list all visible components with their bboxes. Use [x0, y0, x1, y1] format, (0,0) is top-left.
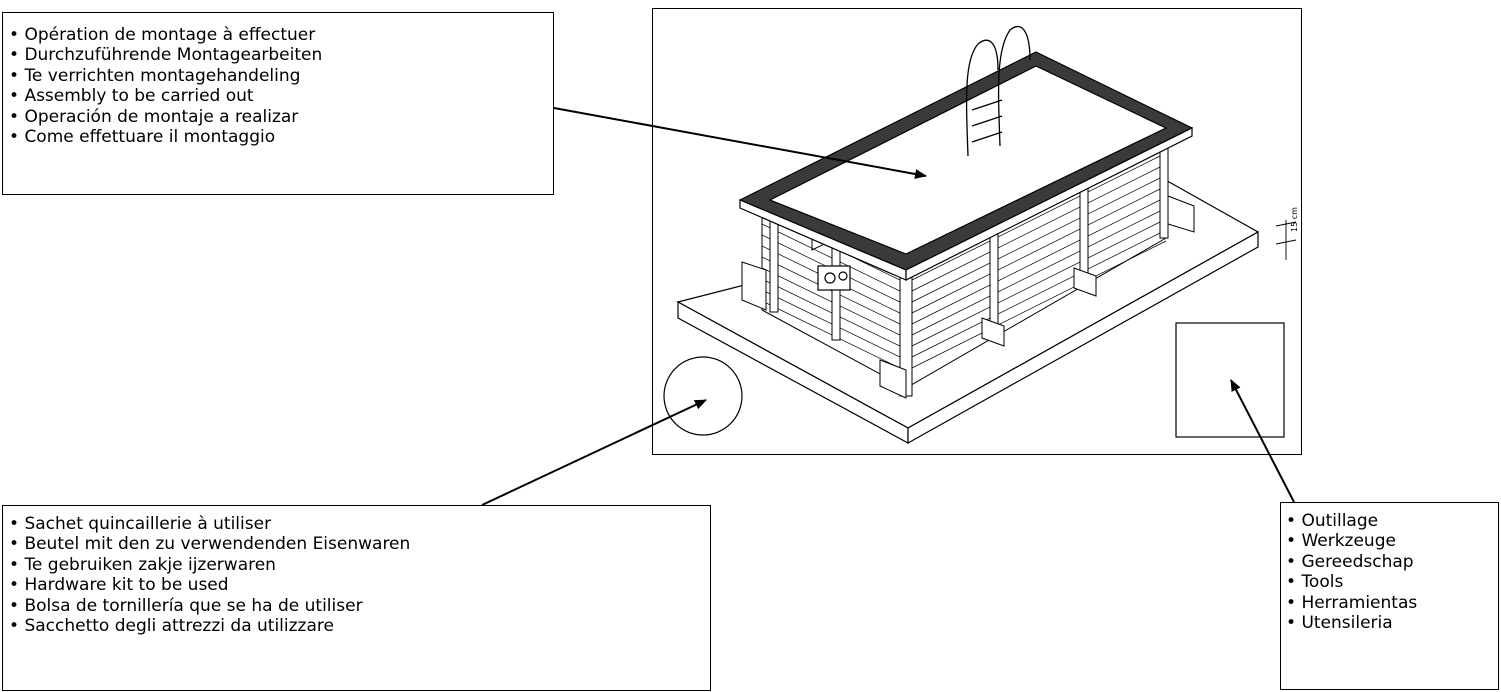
hardware-callout-box: Sachet quincaillerie à utiliser Beutel m… — [2, 505, 711, 691]
dimension-marker — [1275, 220, 1297, 260]
pool-drawing-frame — [652, 8, 1302, 455]
dimension-label: 15 cm — [1290, 207, 1299, 232]
coping-rim — [738, 51, 1194, 281]
tools-callout-box: Outillage Werkzeuge Gereedschap Tools He… — [1280, 502, 1499, 690]
filter-nozzle — [817, 265, 851, 291]
hardware-label-de: Beutel mit den zu verwendenden Eisenware… — [9, 534, 710, 554]
hardware-kit-circle — [663, 356, 743, 436]
tools-leader-arrow — [1230, 379, 1295, 503]
assembly-label-nl: Te verrichten montagehandeling — [9, 66, 553, 86]
assembly-label-fr: Opération de montage à effectuer — [9, 25, 553, 45]
hardware-label-it: Sacchetto degli attrezzi da utilizzare — [9, 616, 710, 636]
tools-label-es: Herramientas — [1286, 593, 1498, 613]
assembly-leader-arrow — [553, 107, 927, 179]
tools-label-de: Werkzeuge — [1286, 531, 1498, 551]
hardware-label-fr: Sachet quincaillerie à utiliser — [9, 514, 710, 534]
tools-label-nl: Gereedschap — [1286, 552, 1498, 572]
ladder — [965, 25, 1031, 157]
assembly-label-it: Come effettuare il montaggio — [9, 127, 553, 147]
assembly-label-en: Assembly to be carried out — [9, 86, 553, 106]
hardware-label-nl: Te gebruiken zakje ijzerwaren — [9, 555, 710, 575]
assembly-label-de: Durchzuführende Montagearbeiten — [9, 45, 553, 65]
tools-label-en: Tools — [1286, 572, 1498, 592]
hardware-leader-arrow — [481, 399, 707, 506]
tools-label-fr: Outillage — [1286, 511, 1498, 531]
tools-placeholder-square — [1175, 322, 1285, 438]
assembly-label-es: Operación de montaje a realizar — [9, 107, 553, 127]
tools-label-it: Utensileria — [1286, 613, 1498, 633]
hardware-label-es: Bolsa de tornillería que se ha de utilis… — [9, 596, 710, 616]
assembly-callout-box: Opération de montage à effectuer Durchzu… — [2, 12, 554, 195]
buttress-supports — [741, 195, 1195, 399]
hardware-label-en: Hardware kit to be used — [9, 575, 710, 595]
